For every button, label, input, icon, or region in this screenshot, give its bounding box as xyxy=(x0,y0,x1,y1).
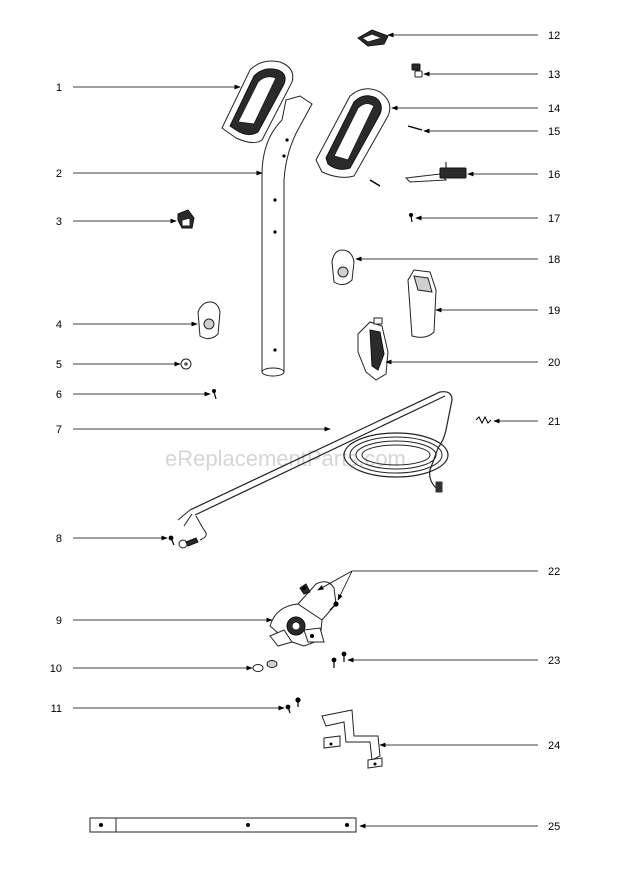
callout-23: 23 xyxy=(548,655,560,667)
callout-2: 2 xyxy=(56,168,62,180)
part-14-handle-cover xyxy=(315,88,391,178)
callout-6: 6 xyxy=(56,389,62,401)
callout-3: 3 xyxy=(56,216,62,228)
callout-9: 9 xyxy=(56,615,62,627)
part-22-screws xyxy=(301,585,339,611)
leader-lines xyxy=(73,32,538,829)
part-18-cord-guide xyxy=(331,249,355,286)
part-20-bracket xyxy=(357,317,389,381)
callout-24: 24 xyxy=(548,740,560,752)
part-24-mounting-bracket xyxy=(321,709,383,769)
callout-22: 22 xyxy=(548,566,560,578)
part-4-cord-guide xyxy=(197,301,221,340)
part-12-plate xyxy=(357,29,389,47)
part-25-rail xyxy=(89,817,357,833)
callout-14: 14 xyxy=(548,103,560,115)
callout-numbers-left: 1 2 3 4 5 6 7 8 9 10 11 xyxy=(50,82,62,715)
callout-25: 25 xyxy=(548,821,560,833)
callout-18: 18 xyxy=(548,254,560,266)
part-15-pin xyxy=(407,125,423,131)
watermark-text: eReplacementParts.com xyxy=(165,446,406,471)
part-3-clip xyxy=(177,209,195,229)
callout-8: 8 xyxy=(56,533,62,545)
part-11-screws xyxy=(285,697,301,714)
callout-19: 19 xyxy=(548,305,560,317)
part-5-washer xyxy=(180,358,192,370)
part-15-pin-b xyxy=(369,179,381,187)
part-19-handle-grip xyxy=(407,269,437,338)
callout-11: 11 xyxy=(51,703,62,715)
callout-12: 12 xyxy=(548,30,560,42)
part-7-power-cord xyxy=(177,391,453,541)
callout-20: 20 xyxy=(548,357,560,369)
part-1-handle-cover xyxy=(221,60,294,144)
part-8-terminal xyxy=(168,535,199,549)
callout-4: 4 xyxy=(56,319,62,331)
callout-13: 13 xyxy=(548,69,560,81)
callout-10: 10 xyxy=(50,663,62,675)
part-9-switch-housing xyxy=(269,581,337,647)
part-13-nut xyxy=(411,63,423,78)
callout-21: 21 xyxy=(548,416,560,428)
part-10-nuts xyxy=(252,660,278,672)
part-6-screw xyxy=(212,389,217,400)
callout-1: 1 xyxy=(56,82,62,94)
part-16-switch xyxy=(404,162,467,183)
part-23-screws xyxy=(331,651,347,668)
callout-5: 5 xyxy=(56,359,62,371)
callout-15: 15 xyxy=(548,126,560,138)
part-2-handle-tube xyxy=(261,95,313,377)
callout-16: 16 xyxy=(548,169,560,181)
callout-17: 17 xyxy=(548,213,560,225)
callout-numbers-right: 12 13 14 15 16 17 18 19 20 21 22 23 24 2… xyxy=(548,30,560,833)
part-21-spring xyxy=(475,415,492,425)
part-17-screw xyxy=(409,213,413,223)
callout-7: 7 xyxy=(56,424,62,436)
